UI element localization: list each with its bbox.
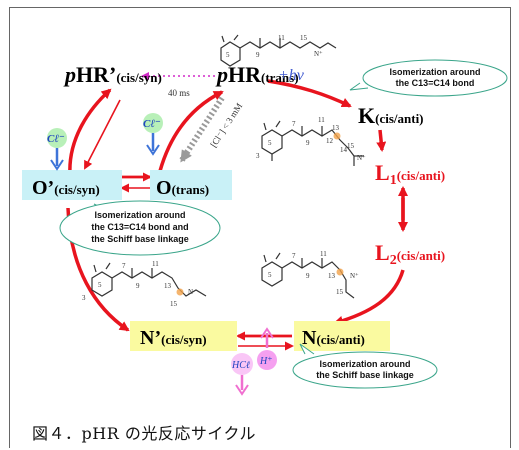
gray-arrow-phr-to-o: [179, 96, 225, 163]
pink-arrow-hcl-head: [235, 384, 249, 396]
mol-right-label-4: 11: [320, 250, 327, 258]
hcl-label: HCℓ: [231, 360, 250, 371]
o-box: [150, 170, 232, 200]
mol-mid-label-5: 11: [318, 116, 325, 124]
mol-left-label-2: 5: [98, 281, 102, 289]
arrow-phr-prime-to-oprime: [84, 99, 121, 170]
mol-mid-label-7: 13: [332, 124, 340, 132]
nprime-box: [130, 321, 237, 351]
mol-right-label-2: 7: [292, 252, 296, 260]
arrow-l2-to-n: [333, 269, 405, 326]
mol-top-label-5: N⁺: [314, 50, 323, 58]
cl-bubble-left: [47, 128, 67, 148]
figure-caption: 図４．pHR の光反応サイクル: [32, 424, 257, 443]
oprime-box: [22, 170, 122, 200]
mol-left-label-3: 7: [122, 262, 126, 270]
mol-mid-label-3: 7: [292, 120, 296, 128]
blue-arrow-left-head: [50, 159, 64, 171]
mol-left-label-7: 15: [170, 300, 178, 308]
h-plus-label: H⁺: [259, 356, 273, 367]
state-k: K(cis/anti): [358, 103, 424, 128]
cl-left-label: Cℓ⁻: [47, 133, 65, 145]
mol-top-label-2: 9: [256, 51, 260, 59]
arrow-phr-to-k: [267, 79, 352, 108]
arrow-o-to-phr: [158, 90, 224, 172]
mol-mid-label-8: 14: [340, 146, 348, 154]
blue-arrow-mid-head: [146, 144, 160, 156]
mol-left-label-5: 11: [152, 260, 159, 268]
state-l2: L2(cis/anti): [375, 240, 445, 268]
mol-mid-label-9: 15: [347, 142, 355, 150]
figure-frame: pHR’(cis/syn) pHR(trans) K(cis/anti) L1(…: [9, 7, 511, 448]
state-nprime: N’(cis/syn): [140, 327, 207, 349]
hcl-bubble: [231, 353, 253, 375]
mol-top-label-3: 11: [278, 34, 285, 42]
molecule-mid: [261, 120, 364, 166]
mol-mid-label-4: 9: [306, 139, 310, 147]
mol-right-label-1: 5: [268, 271, 272, 279]
time-label: 40 ms: [168, 88, 190, 98]
mol-left-label-8: N: [188, 288, 193, 296]
photocycle-diagram: pHR’(cis/syn) pHR(trans) K(cis/anti) L1(…: [22, 34, 508, 396]
state-l1: L1(cis/anti): [375, 160, 445, 188]
chloride-conc-label: [Cl⁻] < 3 mM: [208, 101, 244, 149]
state-phr-prime: pHR’(cis/syn): [63, 62, 162, 87]
mol-mid-highlight: [333, 132, 341, 140]
n-box: [294, 321, 390, 351]
cl-bubble-mid: [143, 113, 163, 133]
mol-top-label-1: 5: [226, 51, 230, 59]
arrow-k-to-l1: [376, 129, 387, 152]
molecule-right: [261, 252, 355, 299]
molecule-left: [91, 262, 207, 297]
pink-arrow-hplus-head: [260, 327, 274, 339]
mol-left-label-6: 13: [164, 282, 172, 290]
state-o: O(trans): [156, 177, 209, 199]
mol-left-label-1: 3: [82, 294, 86, 302]
hv-label: +hν: [278, 67, 305, 84]
state-n: N(cis/anti): [302, 327, 365, 349]
state-phr: pHR(trans): [215, 62, 299, 87]
mol-mid-label-10: N⁺: [357, 154, 366, 162]
mol-right-label-7: N⁺: [350, 272, 359, 280]
mol-mid-label-1: 3: [256, 152, 260, 160]
cl-mid-label: Cℓ⁻: [143, 118, 161, 130]
mol-right-highlight: [336, 268, 344, 276]
mol-top-label-4: 15: [300, 34, 308, 42]
h-plus-bubble: [257, 350, 277, 370]
molecule-top: [220, 34, 337, 67]
state-oprime: O’(cis/syn): [32, 177, 100, 199]
mol-right-label-6: 15: [336, 288, 344, 296]
mol-right-label-5: 13: [328, 272, 336, 280]
arrow-ophr-to-phr-prime: [68, 88, 112, 176]
mol-left-highlight: [176, 288, 184, 296]
mol-mid-label-2: 5: [268, 139, 272, 147]
mol-right-label-3: 9: [306, 272, 310, 280]
mol-mid-label-6: 12: [326, 137, 334, 145]
mol-left-label-4: 9: [136, 282, 140, 290]
